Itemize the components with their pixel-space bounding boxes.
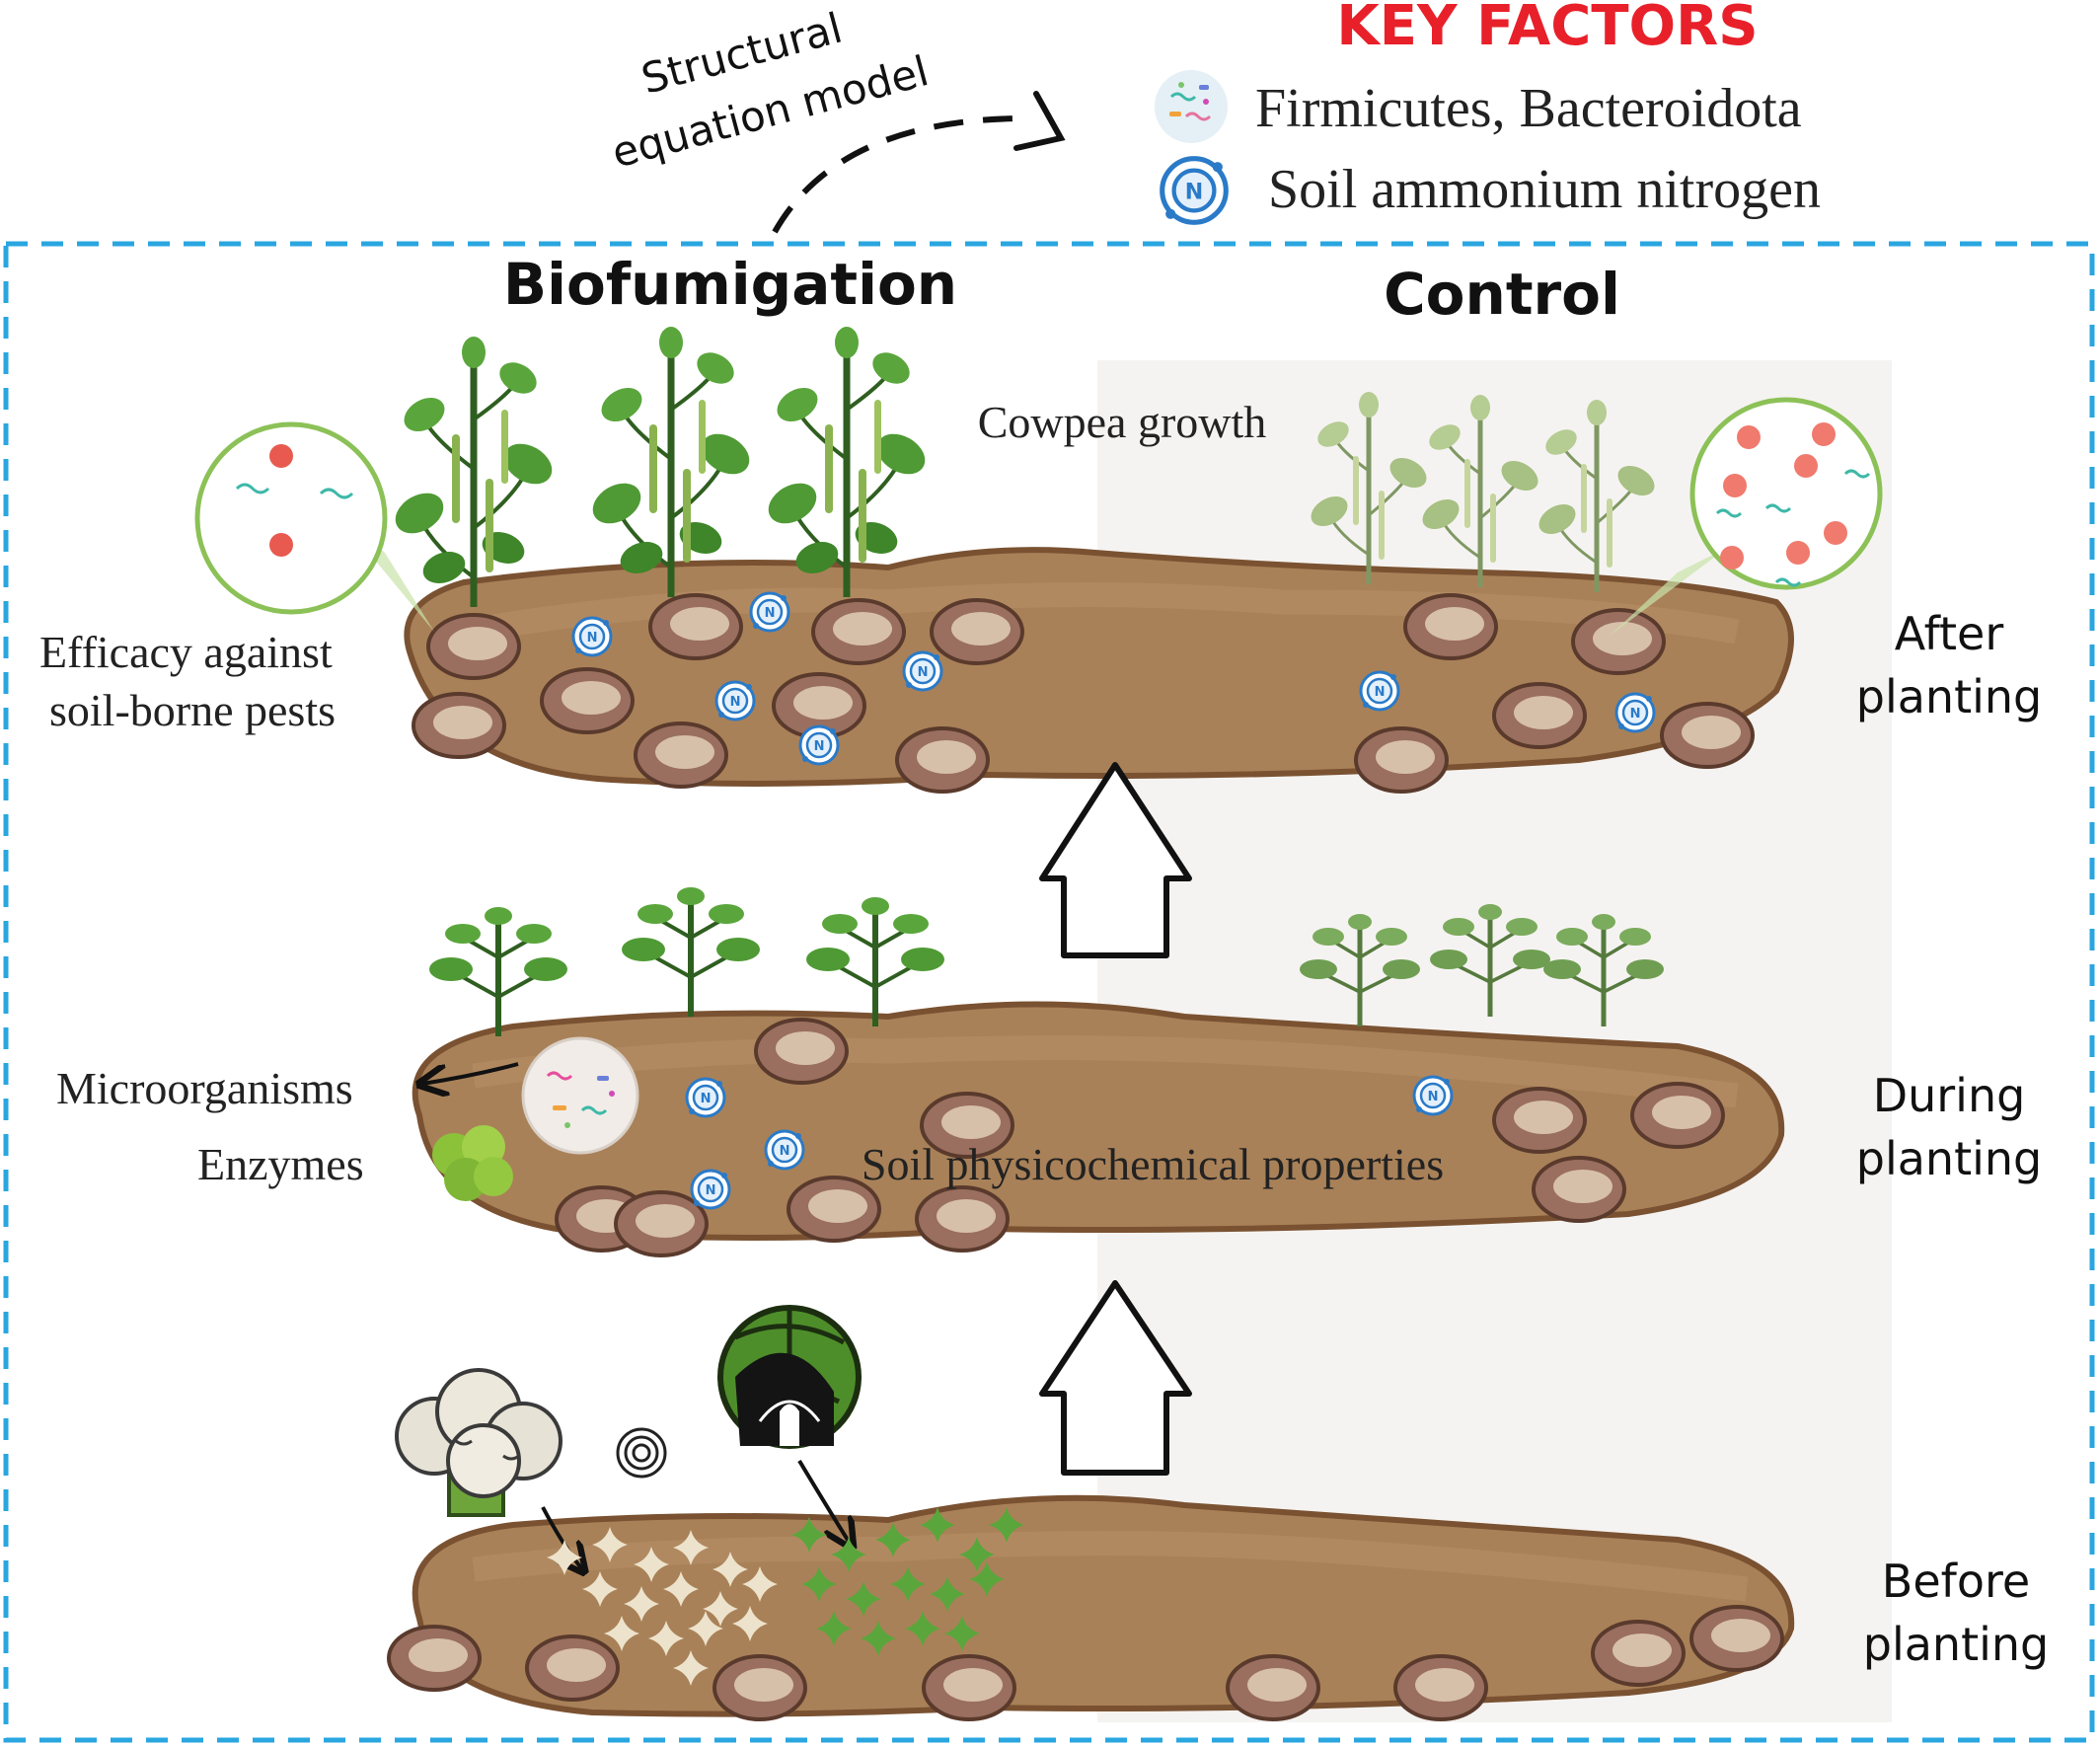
nitrogen-atom-icon: [1162, 159, 1227, 223]
rock: [1630, 1082, 1725, 1149]
pathogen-zoom-bubble-control: [1609, 397, 1883, 637]
soil-after-planting: [404, 547, 1794, 787]
nitrogen-atom-icon: [571, 616, 613, 657]
rock: [712, 1654, 807, 1721]
label-soil-properties: Soil physicochemical properties: [862, 1139, 1444, 1189]
rock: [1393, 1654, 1488, 1721]
pathogen-zoom-bubble-biofumigation: [194, 421, 434, 632]
broccoli-icon: [395, 1368, 562, 1517]
nitrogen-atom-icon: [1614, 692, 1656, 733]
stage-before-line1: Before: [1882, 1555, 2030, 1608]
rock: [922, 1654, 1016, 1721]
rock: [634, 722, 728, 789]
rock: [754, 1018, 849, 1085]
nitrogen-atom-icon: [1412, 1075, 1454, 1116]
stage-arrow-upper: [1039, 762, 1192, 958]
swirl-icon: [616, 1427, 667, 1479]
diagram-frame: [3, 241, 2095, 1743]
rock: [811, 598, 906, 665]
rock: [387, 1625, 482, 1692]
label-cowpea-growth: Cowpea growth: [978, 397, 1267, 447]
enzyme-cluster: [432, 1125, 513, 1201]
label-microorganisms: Microorganisms: [56, 1063, 353, 1113]
stage-during-line2: planting: [1856, 1132, 2043, 1185]
key-factors-heading: KEY FACTORS: [1336, 0, 1758, 58]
rock: [930, 598, 1024, 665]
label-efficacy-line2: soil-borne pests: [49, 685, 336, 735]
rock: [895, 726, 990, 794]
rock: [1226, 1654, 1320, 1721]
nitrogen-atom-icon: [902, 650, 943, 692]
rock: [1689, 1605, 1784, 1672]
cowpea-plant: [761, 327, 932, 597]
cowpea-plant: [388, 337, 559, 607]
rock: [1492, 1087, 1587, 1154]
nitrogen-atom-icon: [1359, 670, 1400, 712]
rock: [426, 613, 521, 680]
microorganisms-bubble: [521, 1036, 639, 1155]
rock: [412, 692, 506, 759]
rock: [1571, 608, 1666, 675]
stage-before-line2: planting: [1863, 1618, 2050, 1671]
column-biofumigation: Biofumigation: [503, 251, 957, 318]
rock: [648, 593, 743, 660]
stage-arrow-lower: [1039, 1280, 1192, 1476]
rock: [525, 1634, 620, 1702]
nitrogen-atom-icon: [764, 1129, 805, 1171]
nitrogen-atom-icon: [690, 1169, 731, 1210]
key-factor-1-label: Firmicutes, Bacteroidota: [1255, 78, 1802, 139]
seedling: [806, 897, 944, 1026]
seedling: [429, 907, 567, 1036]
rock: [1591, 1620, 1686, 1687]
cowpea-plant: [585, 327, 756, 597]
seedling: [622, 887, 760, 1017]
microbes-icon: [1155, 70, 1228, 143]
rock: [1532, 1156, 1626, 1223]
rock: [1492, 682, 1587, 749]
rock: [1660, 702, 1755, 769]
rock: [1403, 593, 1498, 660]
rock: [1354, 726, 1449, 794]
sem-arrow-head: [1013, 91, 1066, 151]
label-efficacy-line1: Efficacy against: [39, 627, 333, 677]
rock: [540, 667, 635, 734]
column-control: Control: [1384, 261, 1620, 328]
key-factor-2-label: Soil ammonium nitrogen: [1268, 159, 1821, 220]
cabbage-cross-section-icon: [717, 1305, 862, 1449]
nitrogen-atom-icon: [798, 724, 840, 766]
rock: [915, 1185, 1010, 1253]
soil-before-planting: [412, 1494, 1795, 1717]
nitrogen-atom-icon: [749, 591, 790, 633]
label-enzymes: Enzymes: [197, 1139, 364, 1189]
stage-after-line2: planting: [1856, 670, 2043, 723]
stage-after-line1: After: [1895, 607, 2004, 660]
broccoli-arrow: [541, 1506, 582, 1569]
nitrogen-atom-icon: [685, 1077, 726, 1118]
microorganisms-arrow: [422, 1062, 519, 1084]
stage-during-line1: During: [1873, 1069, 2026, 1122]
nitrogen-atom-icon: [714, 680, 756, 722]
cabbage-arrow: [797, 1459, 851, 1545]
sem-arrow: [772, 115, 1027, 234]
rock: [614, 1190, 709, 1257]
nitrogen-atom-icon: [1162, 159, 1227, 223]
